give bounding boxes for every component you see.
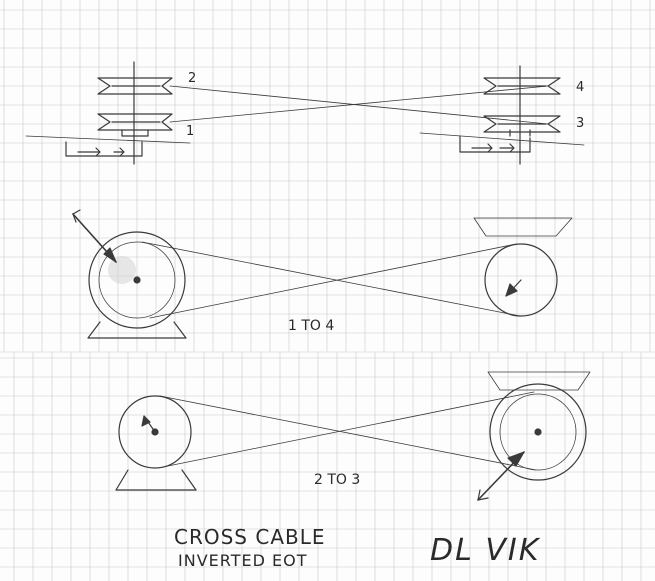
grid-paper-top — [0, 0, 655, 353]
view-2-to-3 — [115, 371, 591, 501]
title-line-1: CROSS CABLE — [174, 525, 326, 549]
label-pulley-4: 4 — [576, 80, 584, 95]
pulley-2-mount — [115, 469, 197, 491]
drum-1-outer — [88, 231, 186, 329]
signature: DL VIK — [430, 533, 541, 568]
label-pulley-2: 2 — [188, 71, 196, 86]
pulley-2-front — [118, 395, 192, 469]
drum-1-inner — [98, 241, 176, 319]
pulley-2-side — [97, 77, 173, 95]
pulley-1-side — [97, 113, 173, 131]
drum-3-inner — [499, 393, 577, 471]
label-2-to-3: 2 TO 3 — [314, 472, 360, 488]
title-line-2: INVERTED EOT — [178, 551, 307, 570]
drum-3-outer — [489, 383, 587, 481]
grid-paper-bottom — [0, 352, 655, 581]
label-pulley-3: 3 — [576, 116, 584, 131]
cable-2-to-3 — [169, 85, 549, 125]
pulley-4-hanger — [473, 217, 573, 237]
cable-1-to-4 — [169, 85, 549, 123]
pulley-3-side — [483, 115, 561, 133]
side-view-diagram — [25, 61, 585, 165]
pulley-4-side — [483, 77, 561, 95]
view-1-to-4 — [72, 209, 573, 339]
drum-3-hanger — [487, 371, 591, 391]
label-1-to-4: 1 TO 4 — [288, 318, 334, 334]
pulley-4-front — [484, 243, 558, 317]
label-pulley-1: 1 — [186, 124, 194, 139]
drum-1-mount — [87, 321, 187, 339]
